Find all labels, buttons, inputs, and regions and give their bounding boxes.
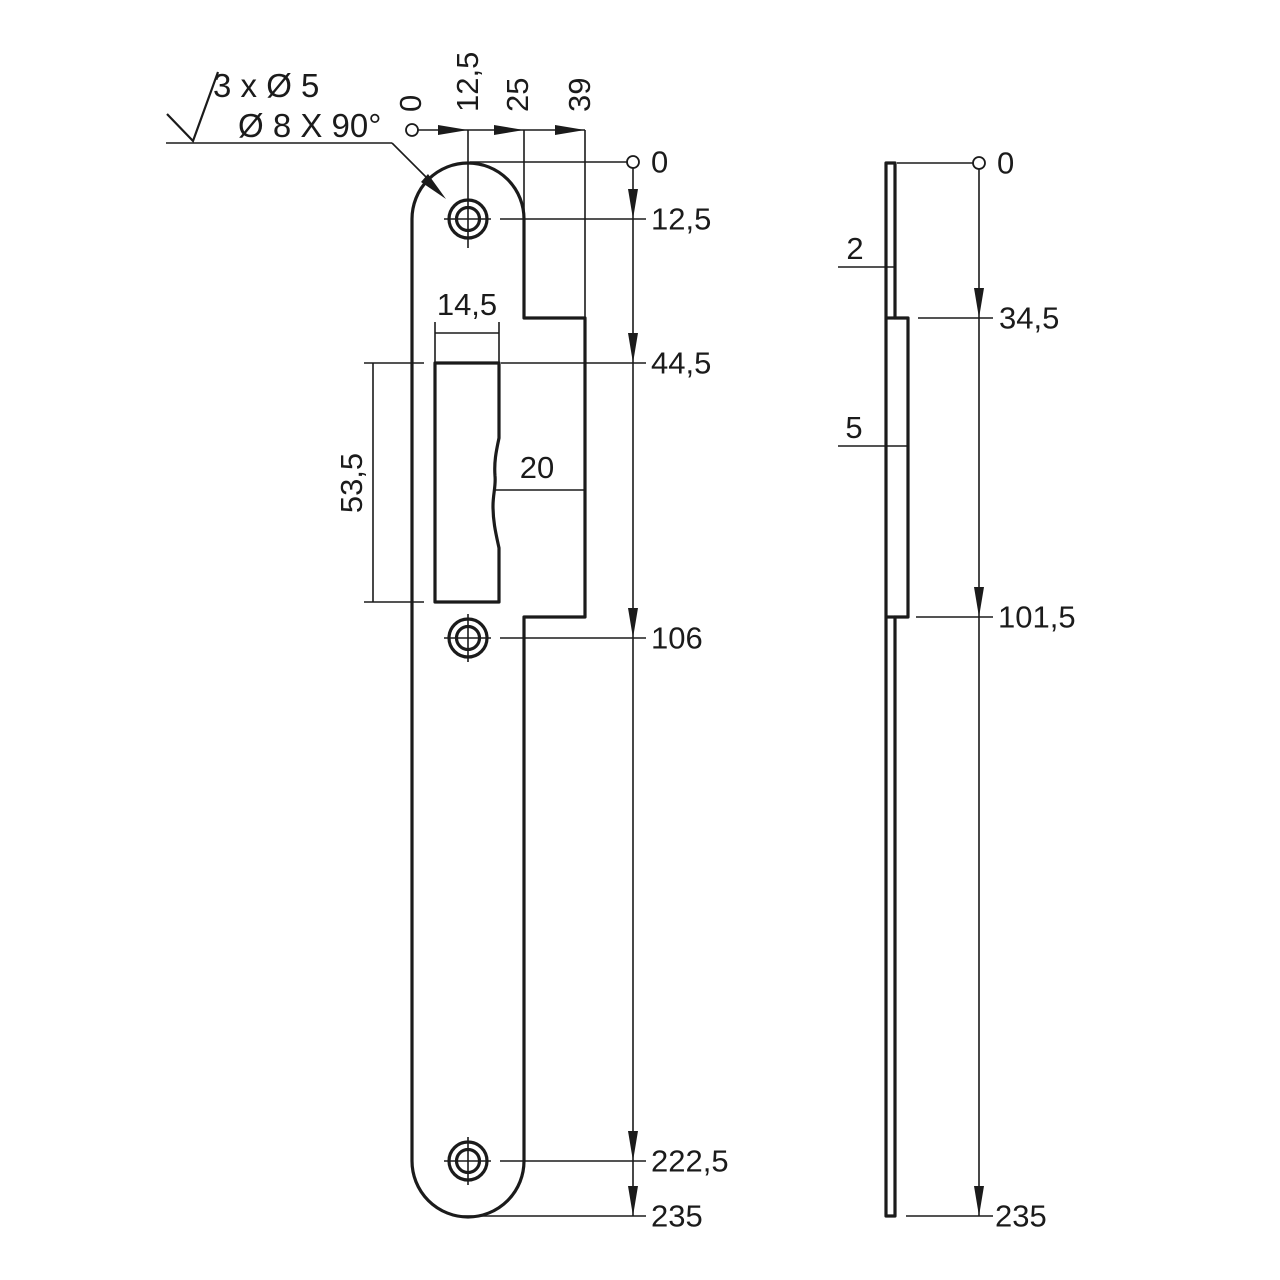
dim-label: 222,5 [651,1144,729,1179]
dim-label: 39 [562,78,597,112]
hole-callout: 3 x Ø 5 Ø 8 X 90° [166,67,446,199]
dim-label: 0 [997,146,1014,181]
dim-label: 25 [500,78,535,112]
side-view: 2 5 [838,161,910,1218]
hole-note-line2: Ø 8 X 90° [238,107,381,144]
dim-label: 235 [995,1199,1047,1234]
ordinate-origin-icon [405,123,419,137]
screw-hole-bottom [444,1137,491,1185]
arrow-down-icon [628,333,638,363]
plate-outline [410,161,587,1219]
arrow-right-icon [438,125,468,135]
latch-cutout [433,361,501,604]
ordinate-origin-icon [626,155,640,169]
arrow-down-icon [974,587,984,617]
dim-label: 14,5 [437,287,497,322]
side-profile-outline [884,161,910,1218]
front-right-dimensions: 0 12,5 44,5 106 222,5 235 [460,145,729,1234]
leader-line [391,142,431,182]
dim-label: 12,5 [651,202,711,237]
dim-label: 106 [651,621,703,656]
cutout-dimensions: 14,5 53,5 20 [334,287,585,603]
dim-label: 44,5 [651,346,711,381]
dim-label: 235 [651,1199,703,1234]
front-view [410,130,587,1219]
dim-label: 34,5 [999,301,1059,336]
dim-label: 101,5 [998,600,1076,635]
screw-hole-top [444,130,491,248]
screw-hole-middle [444,614,491,662]
countersink-symbol-icon [166,71,220,144]
arrow-right-icon [555,125,585,135]
dim-label: 53,5 [334,453,369,513]
dim-label: 12,5 [450,52,485,112]
arrow-right-icon [494,125,524,135]
dim-label: 2 [846,231,863,266]
ordinate-origin-icon [972,156,986,170]
arrow-down-icon [974,288,984,318]
dim-label: 0 [393,95,428,112]
arrow-down-icon [628,1131,638,1161]
dim-label: 20 [520,450,554,485]
arrow-down-icon [974,1186,984,1216]
arrow-down-icon [628,608,638,638]
front-top-dimensions: 0 12,5 25 39 [393,52,597,318]
dim-label: 5 [845,410,862,445]
hole-note-line1: 3 x Ø 5 [213,67,319,104]
arrow-down-icon [628,1186,638,1216]
side-right-dimensions: 0 34,5 101,5 235 [897,146,1076,1234]
leader-arrow-icon [421,174,446,199]
dim-label: 0 [651,145,668,180]
arrow-down-icon [628,189,638,219]
